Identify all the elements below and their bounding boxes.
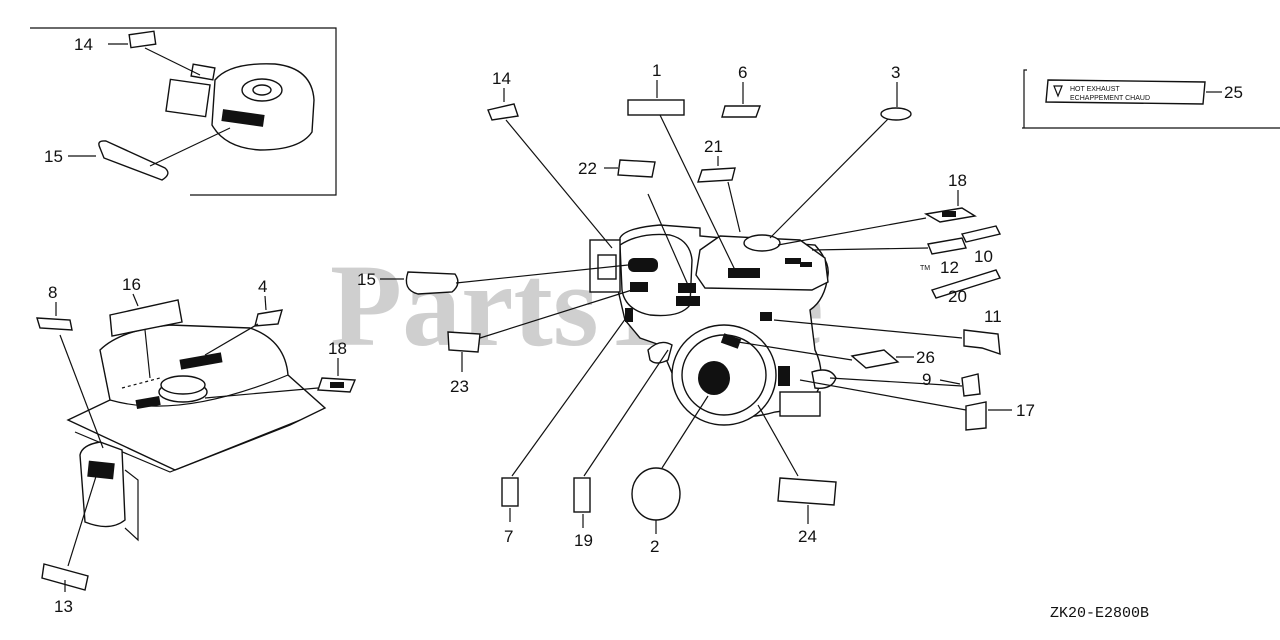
callout-25: 25 <box>1224 83 1243 102</box>
decal-24 <box>777 477 837 506</box>
decal-8 <box>36 317 73 331</box>
air-cleaner-base <box>165 78 211 118</box>
engine-side-label-a <box>630 282 648 292</box>
callout-26: 26 <box>916 348 935 367</box>
decal-4 <box>254 309 283 327</box>
callout-8: 8 <box>48 283 57 302</box>
callout-22: 22 <box>578 159 597 178</box>
callout-15-main: 15 <box>357 270 376 289</box>
decal-23 <box>447 331 481 353</box>
callout-18-tank: 18 <box>328 339 347 358</box>
callout-18-engine: 18 <box>948 171 967 190</box>
air-cleaner-body <box>211 63 315 151</box>
callout-12: 12 <box>940 258 959 277</box>
air-cleaner-label-mark <box>221 109 265 127</box>
diagram-code: ZK20-E2800B <box>1050 605 1149 622</box>
callout-21: 21 <box>704 137 723 156</box>
engine-group: 14 1 6 3 21 22 15 23 <box>357 61 1035 556</box>
decal-13 <box>41 563 89 591</box>
callout-10: 10 <box>974 247 993 266</box>
decal-21 <box>697 167 736 183</box>
hot-exhaust-line1: HOT EXHAUST <box>1070 86 1120 93</box>
decal-14-inset <box>128 30 157 49</box>
decal-19 <box>573 477 591 513</box>
decal-20 <box>931 269 1001 299</box>
decal-17 <box>965 401 987 431</box>
starter-handle <box>647 341 673 364</box>
hot-exhaust-line2: ECHAPPEMENT CHAUD <box>1070 95 1150 102</box>
decal-11 <box>963 329 1001 356</box>
tank-label-mark-a <box>179 352 223 370</box>
decal-22 <box>617 159 656 178</box>
callout-11: 11 <box>984 307 1002 326</box>
callout-23: 23 <box>450 377 469 396</box>
callout-3: 3 <box>891 63 900 82</box>
tank-label-mark-b <box>135 395 161 410</box>
tank-bracket <box>79 441 126 528</box>
decal-2 <box>631 467 681 521</box>
decal-9 <box>961 373 981 397</box>
decal-12 <box>927 237 967 255</box>
decal-15-main <box>405 271 459 295</box>
callout-14-inset: 14 <box>74 35 93 54</box>
decal-7 <box>501 477 519 507</box>
inset-frame-air-cleaner <box>30 27 337 196</box>
engine-air-cleaner-label <box>628 258 658 272</box>
decal-26 <box>850 349 900 369</box>
callout-1: 1 <box>652 61 661 80</box>
hot-exhaust-decal <box>1045 79 1206 105</box>
fuel-tank-group: 8 16 4 18 13 <box>36 275 357 616</box>
decal-6 <box>721 105 761 118</box>
callout-6: 6 <box>738 63 747 82</box>
engine-fuel-cap <box>743 234 781 252</box>
decal-10 <box>960 225 1002 243</box>
decal-15-inset <box>98 140 169 181</box>
callout-19: 19 <box>574 531 593 550</box>
decal-1 <box>627 99 685 116</box>
callout-24: 24 <box>798 527 817 546</box>
trademark-mark: TM <box>920 265 930 272</box>
decal-16 <box>109 299 183 337</box>
inset-frame-hot-exhaust <box>1023 69 1027 128</box>
callout-4: 4 <box>258 277 267 296</box>
bracket-label-mark <box>87 460 115 480</box>
callout-14-main: 14 <box>492 69 511 88</box>
callout-16: 16 <box>122 275 141 294</box>
recoil-starter-hub <box>698 361 730 395</box>
callout-7: 7 <box>504 527 513 546</box>
callout-17: 17 <box>1016 401 1035 420</box>
decal-3 <box>880 107 912 121</box>
callout-13: 13 <box>54 597 73 616</box>
decal-14-main <box>487 103 519 121</box>
air-cleaner-inset: 14 15 <box>30 27 337 196</box>
callout-15-inset: 15 <box>44 147 63 166</box>
engine-tank-label <box>728 268 760 278</box>
hot-exhaust-inset: HOT EXHAUST ECHAPPEMENT CHAUD 25 <box>1022 69 1280 129</box>
callout-2: 2 <box>650 537 659 556</box>
callout-20: 20 <box>948 287 967 306</box>
callout-9: 9 <box>922 370 931 389</box>
